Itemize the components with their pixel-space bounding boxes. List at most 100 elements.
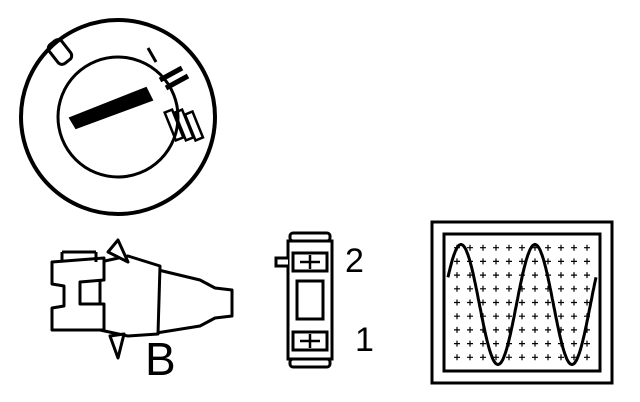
grid-cross (545, 340, 551, 347)
grid-cross (545, 313, 551, 320)
grid-cross (480, 272, 486, 279)
grid-cross (480, 285, 486, 292)
grid-cross (506, 258, 512, 265)
grid-cross (519, 354, 525, 361)
position-2-mark (158, 65, 190, 91)
grid-cross (532, 313, 538, 320)
grid-cross (571, 272, 577, 279)
grid-cross (454, 326, 460, 333)
grid-cross (493, 313, 499, 320)
grid-cross (493, 326, 499, 333)
grid-cross (558, 244, 564, 251)
scope-sine-wave (446, 243, 598, 366)
grid-cross (480, 299, 486, 306)
grid-cross (545, 326, 551, 333)
grid-cross (571, 313, 577, 320)
scope-grid (454, 244, 590, 361)
grid-cross (480, 354, 486, 361)
switch-terminal-1-cross (300, 334, 320, 348)
switch-label-2: 2 (345, 242, 364, 280)
grid-cross (454, 299, 460, 306)
grid-cross (532, 354, 538, 361)
grid-cross (519, 326, 525, 333)
grid-cross (545, 299, 551, 306)
position-0-mark (46, 38, 74, 66)
position-1-mark (146, 47, 158, 63)
grid-cross (571, 244, 577, 251)
grid-cross (558, 354, 564, 361)
grid-cross (493, 244, 499, 251)
connector-latch-top (106, 238, 130, 264)
grid-cross (571, 299, 577, 306)
connector-housing (98, 254, 162, 338)
grid-cross (532, 326, 538, 333)
connector-latch-bottom (108, 332, 126, 360)
grid-cross (532, 299, 538, 306)
grid-cross (467, 313, 473, 320)
grid-cross (506, 313, 512, 320)
grid-cross (532, 258, 538, 265)
grid-cross (584, 340, 590, 347)
grid-cross (584, 285, 590, 292)
grid-cross (467, 299, 473, 306)
switch-tab-2 (274, 256, 288, 268)
switch-label-1: 1 (355, 321, 374, 359)
dial-outer-ring (19, 18, 217, 216)
grid-cross (519, 258, 525, 265)
grid-cross (467, 340, 473, 347)
grid-cross (480, 244, 486, 251)
grid-cross (519, 244, 525, 251)
grid-cross (519, 313, 525, 320)
grid-cross (584, 258, 590, 265)
grid-cross (571, 340, 577, 347)
connector-face (50, 256, 106, 332)
grid-cross (467, 244, 473, 251)
grid-cross (493, 354, 499, 361)
grid-cross (467, 354, 473, 361)
grid-cross (571, 326, 577, 333)
grid-cross (493, 258, 499, 265)
grid-cross (454, 258, 460, 265)
connector-plug-icon (50, 238, 234, 360)
grid-cross (519, 340, 525, 347)
connector-label: B (145, 333, 176, 385)
grid-cross (480, 258, 486, 265)
switch-terminal-2-cross (300, 255, 320, 269)
connector-boot (148, 266, 234, 336)
grid-cross (571, 354, 577, 361)
grid-cross (532, 285, 538, 292)
grid-cross (532, 272, 538, 279)
position-3-mark (163, 107, 205, 143)
key-slot (68, 86, 154, 130)
switch-bottom-cap (288, 357, 332, 369)
grid-cross (506, 272, 512, 279)
grid-cross (532, 340, 538, 347)
grid-cross (519, 299, 525, 306)
two-position-switch-icon (274, 231, 334, 369)
grid-cross (493, 340, 499, 347)
grid-cross (558, 313, 564, 320)
grid-cross (480, 340, 486, 347)
grid-cross (506, 354, 512, 361)
grid-cross (454, 340, 460, 347)
grid-cross (558, 258, 564, 265)
grid-cross (506, 244, 512, 251)
grid-cross (506, 299, 512, 306)
grid-cross (558, 299, 564, 306)
grid-cross (493, 285, 499, 292)
grid-cross (467, 326, 473, 333)
grid-cross (584, 354, 590, 361)
grid-cross (571, 258, 577, 265)
grid-cross (467, 285, 473, 292)
dial-inner-ring (56, 55, 180, 179)
grid-cross (584, 244, 590, 251)
grid-cross (493, 272, 499, 279)
grid-cross (545, 244, 551, 251)
grid-cross (584, 299, 590, 306)
grid-cross (558, 285, 564, 292)
grid-cross (545, 258, 551, 265)
switch-window (295, 279, 325, 321)
oscilloscope-icon (430, 220, 614, 385)
grid-cross (454, 354, 460, 361)
